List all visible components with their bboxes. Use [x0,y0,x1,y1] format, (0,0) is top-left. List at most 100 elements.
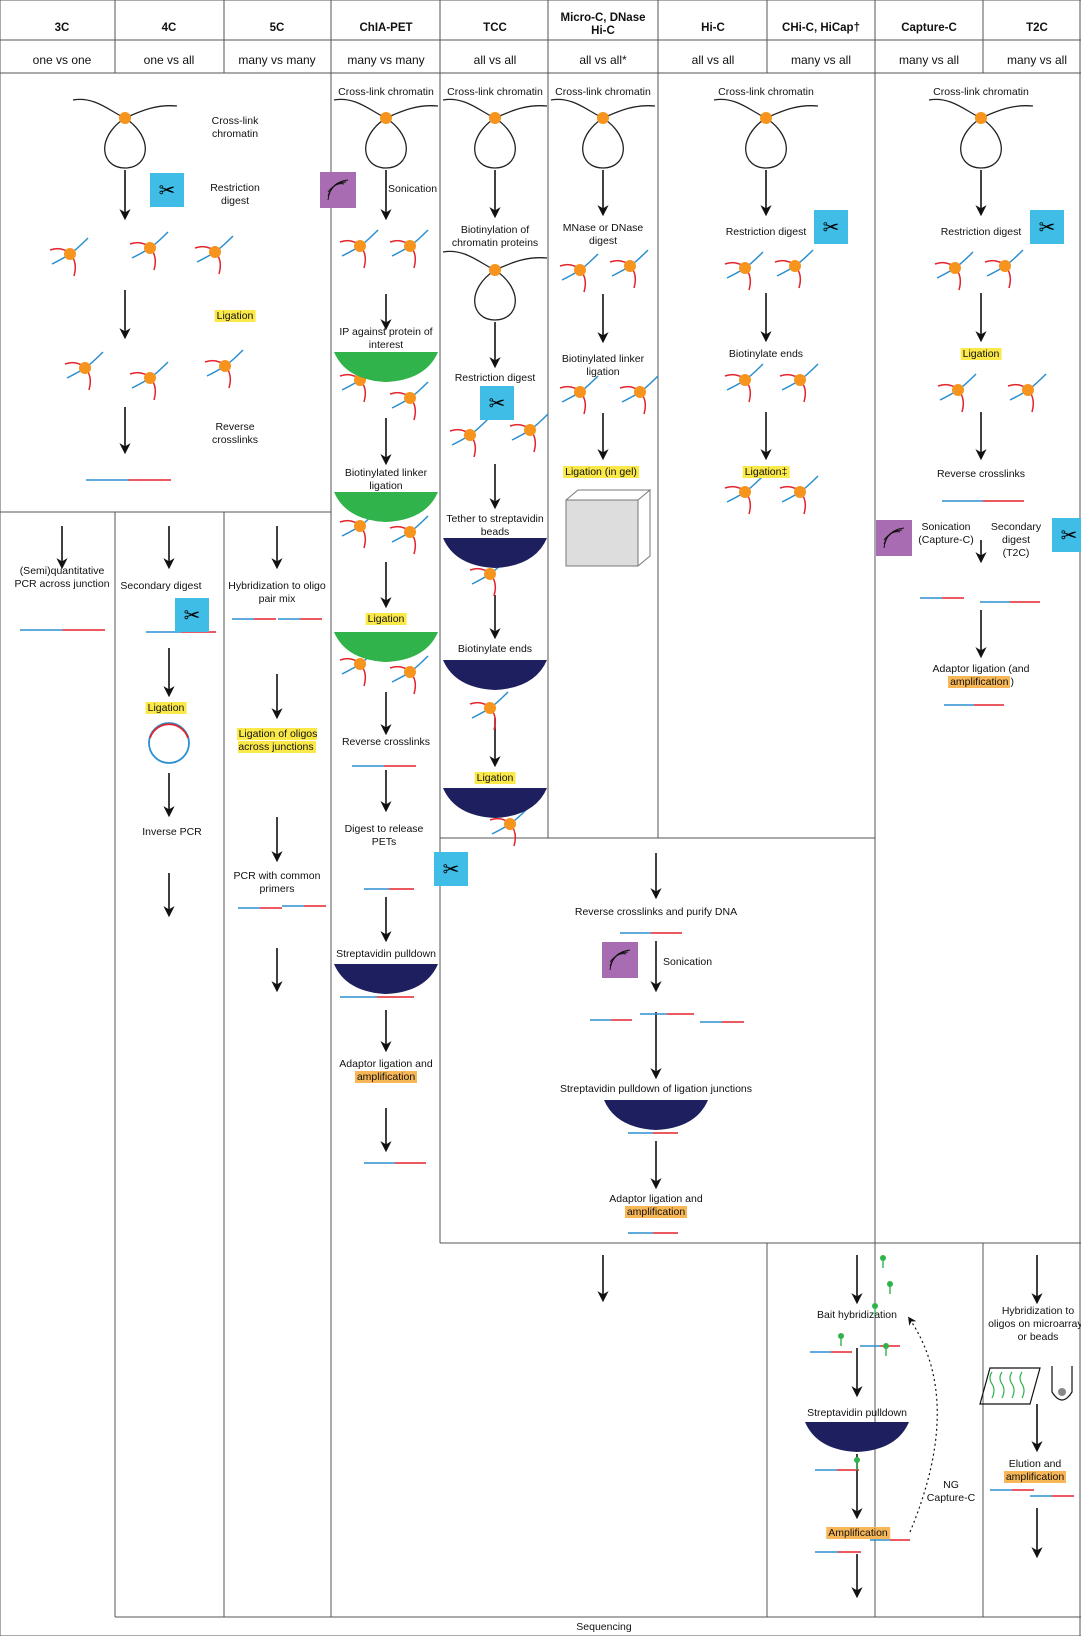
step-3c-pcr: (Semi)quantitative PCR across junction [14,565,110,590]
protein-node [794,374,806,386]
chromatin-loop [365,117,407,169]
bead [1058,1388,1066,1396]
streptavidin-bead [334,964,438,994]
protein-node [949,262,961,274]
streptavidin-bead [443,788,547,818]
bait-head [883,1343,889,1349]
step-hic-restriction: Restriction digest [725,226,807,238]
step-t2c-hybrid: Hybridization to oligos on microarrays o… [988,1305,1081,1343]
protein-node [1022,384,1034,396]
chromatin-loop [582,117,624,169]
streptavidin-bead [443,538,547,568]
step-chia-ligation-text: Ligation [365,613,407,625]
step-mc-crosslink: Cross-link chromatin [555,86,651,98]
protein-node [354,658,366,670]
scissors-icon [1030,210,1064,244]
subheader-capture-c: many vs all [898,53,960,67]
oligo-strand [999,1371,1005,1399]
step-4c-inverse: Inverse PCR [142,826,202,838]
step-ng-capture: NG Capture-C [926,1479,976,1504]
step-sequencing: Sequencing [576,1621,632,1633]
step-tcc-bioends: Biotinylate ends [457,643,533,655]
step-t2c-elution-text: Elution and [1008,1458,1062,1470]
header-capture-c: Capture-C [901,22,957,34]
bait-head [854,1457,860,1463]
step-cap-crosslink: Cross-link chromatin [933,86,1029,98]
scissors-icon [150,173,184,207]
chromatin-loop [745,117,787,169]
step-cap-secondary: Secondary digest (T2C) [990,521,1042,559]
step-chia-adaptor: Adaptor ligation and amplification [336,1058,436,1084]
step-bait-hybrid: Bait hybridization [817,1309,897,1321]
header-micro-c: Micro-C, DNase Hi-C [560,12,646,37]
step-5c-ligoligo-text: Ligation of oligos across junctions [236,728,318,753]
protein-node [489,112,501,124]
subheader-3c: one vs one [32,53,92,67]
step-mid-sonication: Sonication [663,956,713,968]
step-mc-mnase: MNase or DNase digest [562,222,644,247]
antibody-bead [334,352,438,382]
step-3c-reverse: Reverse crosslinks [211,421,259,446]
header-3c: 3C [54,22,70,34]
bait-head [887,1281,893,1287]
protein-node [144,242,156,254]
step-bait-amp-text: Amplification [826,1527,890,1539]
protein-node [354,520,366,532]
step-tcc-ligation: Ligation [474,772,516,785]
protein-node [144,372,156,384]
protein-node [952,384,964,396]
protein-node [597,112,609,124]
scissors-glyph: ✂ [184,603,201,627]
subheader-micro-c: all vs all* [579,53,627,67]
protein-node [999,260,1011,272]
protein-node [79,362,91,374]
protein-node [209,246,221,258]
step-mc-ligation: Ligation (in gel) [563,466,639,479]
step-5c-ligoligo: Ligation of oligos across junctions [230,728,324,754]
protein-node [789,260,801,272]
bait-head [838,1333,844,1339]
step-mid-strep: Streptavidin pulldown of ligation juncti… [559,1083,753,1095]
step-3c-ligation: Ligation [214,310,256,323]
protein-node [634,386,646,398]
step-cap-adaptor-text: Adaptor ligation (and [932,663,1030,675]
step-cap-amp-close: ) [1010,676,1014,688]
step-chia-adaptor-text: Adaptor ligation and [339,1058,433,1070]
header-chi-c: CHi-C, HiCap† [782,22,860,34]
step-4c-ligation: Ligation [145,702,187,715]
loop-arc [149,723,189,739]
scissors-icon [175,598,209,632]
step-cap-amp-text: amplification [948,676,1011,688]
scissors-glyph: ✂ [443,857,460,881]
step-t2c-amp-text: amplification [1003,1471,1067,1483]
protein-node [504,818,516,830]
step-chia-ip: IP against protein of interest [339,326,433,351]
chromatin-loop [474,269,516,321]
step-tcc-biot: Biotinylation of chromatin proteins [451,224,539,249]
step-5c-hybrid: Hybridization to oligo pair mix [228,580,326,605]
subheader-5c: many vs many [238,53,316,67]
step-chia-biolinker: Biotinylated linker ligation [344,467,428,492]
gel-box-edge [565,489,652,567]
step-cap-sonication: Sonication (Capture-C) [918,521,974,546]
protein-node [484,702,496,714]
step-tcc-ligation-text: Ligation [474,772,516,784]
step-chia-amp-text: amplification [354,1071,418,1083]
subheader-chi-c: many vs all [790,53,852,67]
subheader-t2c: many vs all [1006,53,1068,67]
step-cap-ligation-text: Ligation [960,348,1002,360]
step-3c-ligation-text: Ligation [214,310,256,322]
step-mid-adaptor-text: Adaptor ligation and [609,1193,703,1205]
step-hic-bioends: Biotinylate ends [728,348,804,360]
protein-node [760,112,772,124]
gel-box-icon [565,499,639,567]
protein-node [380,112,392,124]
subheader-hi-c: all vs all [691,53,735,67]
header-chia-pet: ChIA-PET [359,22,413,34]
streptavidin-bead [604,1100,708,1130]
streptavidin-bead [443,660,547,690]
protein-node [404,240,416,252]
